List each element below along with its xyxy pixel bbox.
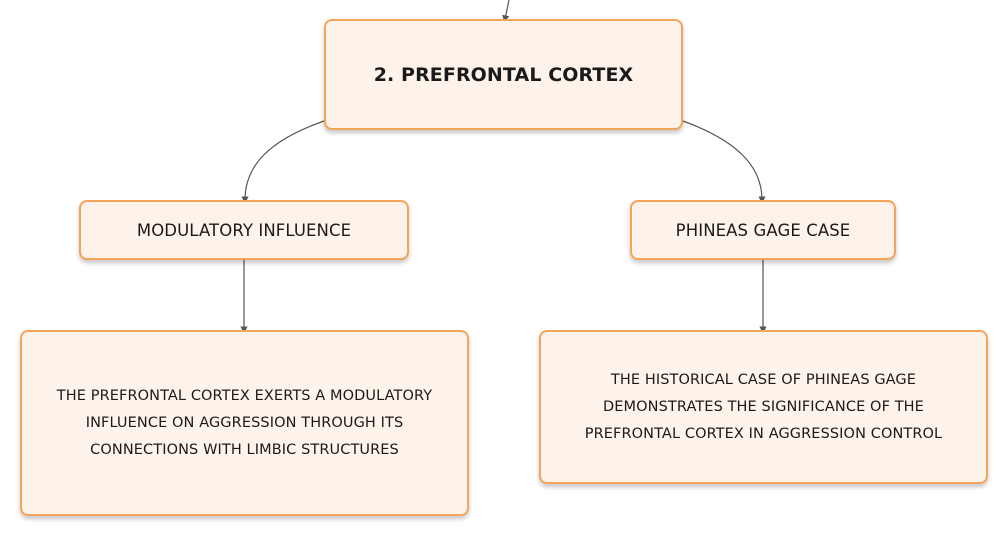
branch-node-label: MODULATORY INFLUENCE <box>136 220 352 240</box>
connector-root-to-modulatory <box>241 120 325 204</box>
branch-node-modulatory-influence[interactable]: MODULATORY INFLUENCE <box>79 200 409 260</box>
detail-text: THE HISTORICAL CASE OF PHINEAS GAGE DEMO… <box>585 367 942 448</box>
detail-line: DEMONSTRATES THE SIGNIFICANCE OF THE <box>603 398 924 415</box>
detail-node-modulatory-influence[interactable]: THE PREFRONTAL CORTEX EXERTS A MODULATOR… <box>20 330 469 516</box>
detail-line: THE HISTORICAL CASE OF PHINEAS GAGE <box>610 371 917 388</box>
root-node[interactable]: 2. PREFRONTAL CORTEX <box>324 19 683 130</box>
connector-root-to-phineas <box>682 120 766 204</box>
detail-text: THE PREFRONTAL CORTEX EXERTS A MODULATOR… <box>57 383 432 464</box>
detail-line: THE PREFRONTAL CORTEX EXERTS A MODULATOR… <box>56 387 433 404</box>
branch-node-label: PHINEAS GAGE CASE <box>675 220 851 240</box>
detail-line: CONNECTIONS WITH LIMBIC STRUCTURES <box>90 441 399 458</box>
detail-line: PREFRONTAL CORTEX IN AGGRESSION CONTROL <box>584 425 943 442</box>
incoming-connector <box>502 0 510 23</box>
detail-node-phineas-gage-case[interactable]: THE HISTORICAL CASE OF PHINEAS GAGE DEMO… <box>539 330 988 484</box>
branch-node-phineas-gage-case[interactable]: PHINEAS GAGE CASE <box>630 200 896 260</box>
root-node-label: 2. PREFRONTAL CORTEX <box>373 63 634 86</box>
detail-line: INFLUENCE ON AGGRESSION THROUGH ITS <box>85 414 404 431</box>
